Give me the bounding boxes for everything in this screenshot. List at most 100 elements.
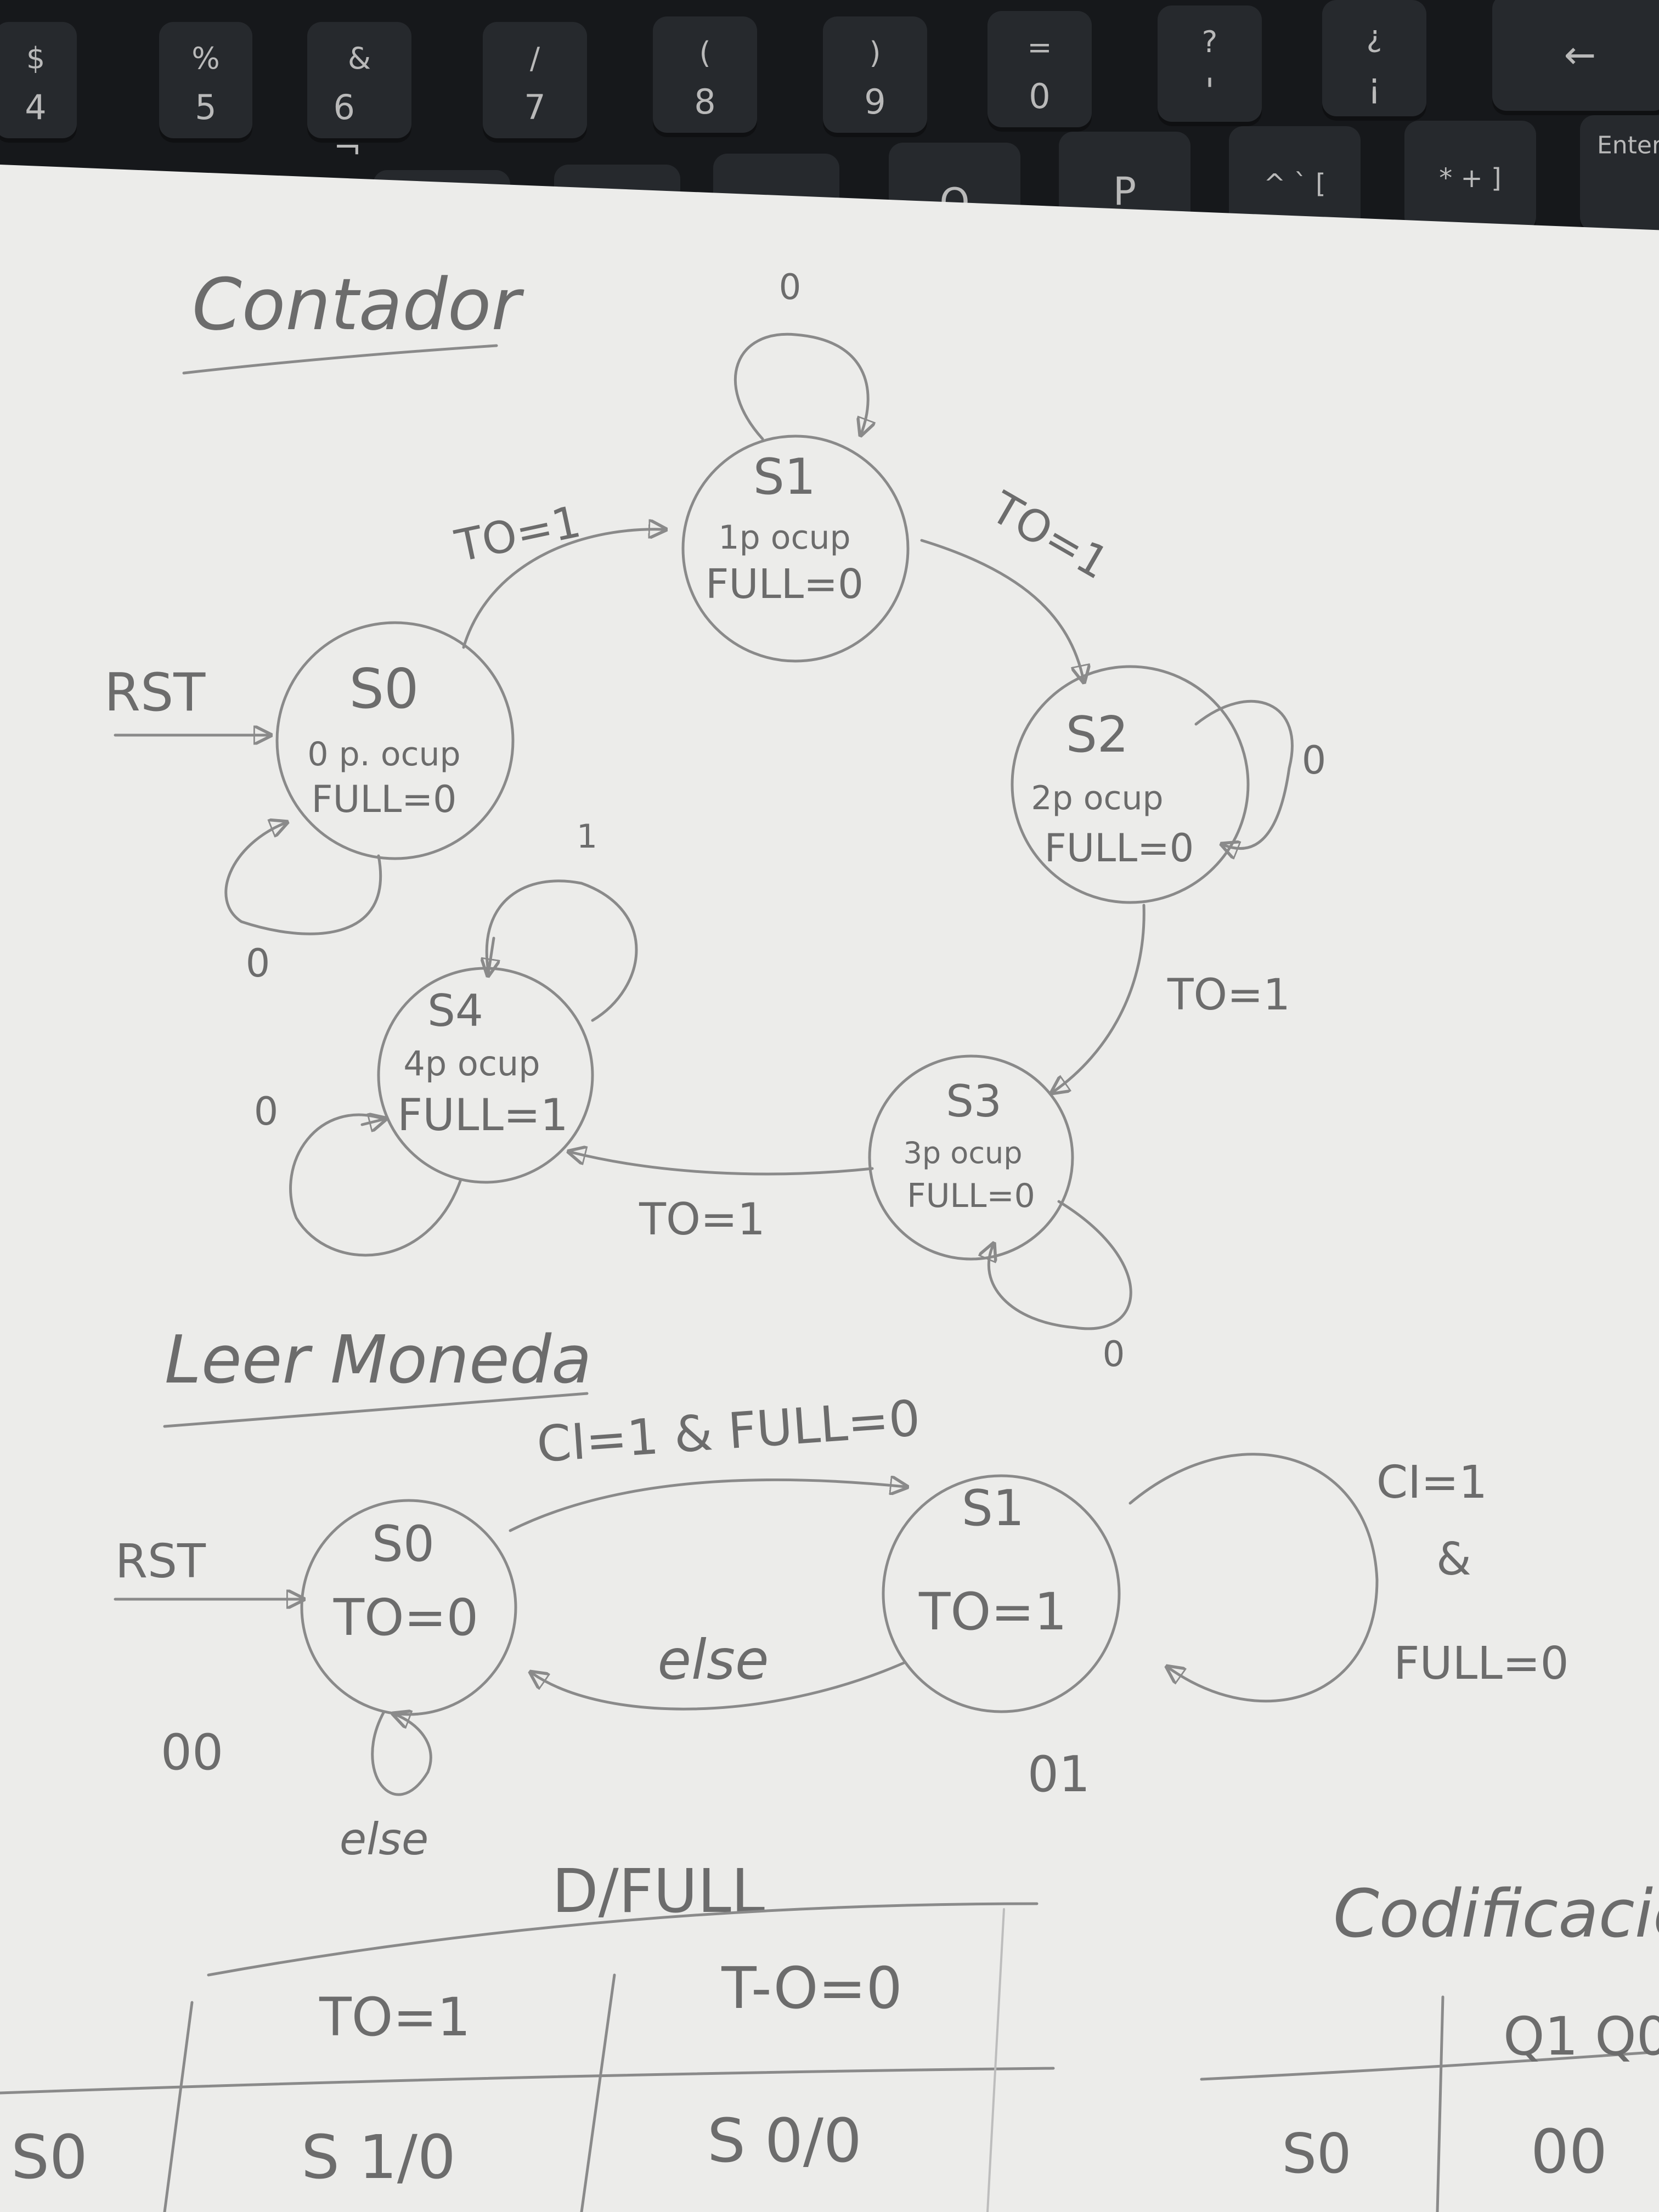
state-name: S1 — [753, 448, 816, 506]
self-loop-label: 0 — [1103, 1334, 1125, 1375]
key-7: / 7 — [483, 22, 587, 143]
transition-s0-s1-label: TO=1 — [450, 496, 585, 572]
leer-moneda-state-s0: S0 TO=0 else 00 — [161, 1499, 517, 1865]
transition-s0-s1-label: CI=1 & FULL=0 — [535, 1390, 922, 1474]
contador-title: Contador — [192, 263, 524, 346]
state-name: S4 — [427, 985, 483, 1036]
state-code: 01 — [1028, 1746, 1091, 1803]
table-title-rule — [207, 1902, 1039, 1977]
self-loop — [1194, 699, 1294, 848]
key-main: 0 — [1029, 76, 1051, 116]
state-line1: 3p ocup — [903, 1136, 1022, 1170]
leer-moneda-title: Leer Moneda — [165, 1322, 592, 1398]
self-loop-left — [289, 1113, 462, 1257]
key-main: 7 — [524, 87, 546, 127]
table-header-rule — [0, 2067, 1055, 2095]
leer-moneda-state-s1: S1 TO=1 CI=1 & FULL=0 01 — [882, 1453, 1569, 1803]
key-main: * + ] — [1439, 163, 1502, 194]
codificacion-vertical-rule — [1436, 1995, 1444, 2212]
contador-reset-label: RST — [104, 663, 206, 723]
state-name: S1 — [962, 1480, 1024, 1537]
table-title: D/FULL — [552, 1856, 765, 1926]
table-cell: S 0/0 — [707, 2106, 862, 2176]
paper-sheet — [0, 165, 1659, 2212]
transition-s3-s4-label: TO=1 — [639, 1194, 765, 1245]
transition-s1-s2 — [920, 539, 1084, 680]
leer-moneda-title-underline — [163, 1392, 589, 1428]
state-line2: FULL=0 — [706, 561, 864, 608]
key-symbol: % — [191, 41, 220, 76]
table-vertical-rule — [580, 1973, 616, 2212]
key-main: ^ ` [ — [1263, 168, 1326, 199]
contador-state-s2: S2 2p ocup FULL=0 0 — [1011, 665, 1327, 904]
self-loop — [371, 1712, 432, 1796]
key-main: 9 — [864, 81, 886, 122]
state-line2: FULL=0 — [312, 778, 457, 821]
state-code: 00 — [161, 1724, 224, 1781]
self-loop-top — [485, 879, 638, 1022]
self-loop-label-1: CI=1 — [1376, 1457, 1487, 1509]
state-line2: FULL=0 — [1045, 826, 1194, 871]
table-column-header: TO=1 — [319, 1987, 471, 2048]
key-9: ) 9 — [823, 16, 927, 137]
self-loop-label: else — [340, 1814, 428, 1865]
codificacion-row-state: S0 — [1282, 2121, 1351, 2186]
table-vertical-rule — [163, 2001, 194, 2212]
key-main: 4 — [25, 87, 47, 127]
key-backspace: ← — [1492, 0, 1659, 115]
key-enter: Enter — [1580, 115, 1659, 236]
self-loop-top-arrow — [488, 936, 494, 974]
key-main: P — [1113, 169, 1137, 215]
codificacion-title: Codificació — [1333, 1876, 1659, 1953]
self-loop-label: 0 — [1302, 738, 1327, 783]
key-symbol: ) — [869, 36, 881, 71]
self-loop-label-top: 1 — [577, 817, 597, 856]
transition-s2-s3-label: TO=1 — [1167, 970, 1290, 1020]
self-loop — [1128, 1453, 1379, 1703]
table-column-header: T-O=0 — [721, 1955, 902, 2022]
key-symbol: ( — [699, 36, 711, 71]
codificacion-table: Codificació Q1 Q0 S0 00 — [1200, 1876, 1659, 2212]
self-loop — [989, 1200, 1132, 1330]
key-apostrophe: ? ' — [1158, 5, 1262, 126]
state-name: S0 — [349, 657, 419, 721]
state-line1: 1p ocup — [718, 518, 850, 557]
state-name: S0 — [372, 1515, 435, 1573]
self-loop-label: 0 — [246, 941, 270, 986]
state-circle — [882, 1474, 1121, 1713]
key-symbol: ? — [1201, 25, 1218, 60]
key-asterisk-plus: * + ] — [1404, 121, 1536, 236]
codificacion-header: Q1 Q0 — [1503, 2006, 1659, 2067]
state-line2: FULL=1 — [397, 1090, 568, 1141]
contador-state-s4: S4 4p ocup FULL=1 1 0 — [254, 817, 638, 1257]
state-line1: 2p ocup — [1031, 779, 1163, 817]
codificacion-row-code: 00 — [1531, 2117, 1607, 2187]
key-symbol: / — [529, 41, 540, 76]
key-symbol: ¿ — [1366, 19, 1383, 54]
state-circle — [681, 435, 910, 663]
transition-s0-s1 — [462, 529, 664, 649]
state-line1: 4p ocup — [403, 1043, 540, 1084]
transition-s1-s0-label: else — [658, 1628, 769, 1692]
backspace-arrow-icon: ← — [1564, 32, 1596, 77]
transition-s0-s1 — [509, 1480, 905, 1532]
table-row-state: S0 — [11, 2122, 88, 2192]
self-loop — [224, 823, 382, 935]
leer-moneda-reset-label: RST — [115, 1534, 206, 1589]
key-8: ( 8 — [653, 16, 757, 137]
state-output: TO=0 — [333, 1588, 478, 1647]
contador-state-s3: S3 3p ocup FULL=0 0 — [868, 1054, 1132, 1375]
contador-diagram: Contador RST S0 0 p. ocup FULL=0 0 S1 1p… — [104, 263, 1326, 1375]
self-loop — [733, 332, 868, 441]
state-circle — [868, 1054, 1074, 1261]
contador-state-s1: S1 1p ocup FULL=0 0 — [681, 267, 910, 663]
self-loop-label-3: FULL=0 — [1393, 1638, 1568, 1690]
transition-s3-s4 — [571, 1152, 874, 1176]
transition-s2-s3 — [1053, 904, 1146, 1092]
state-name: S2 — [1066, 706, 1128, 764]
key-0: = 0 — [988, 11, 1092, 132]
key-main: ¡ — [1367, 65, 1381, 105]
key-symbol: $ — [26, 41, 46, 76]
state-name: S3 — [946, 1076, 1002, 1127]
